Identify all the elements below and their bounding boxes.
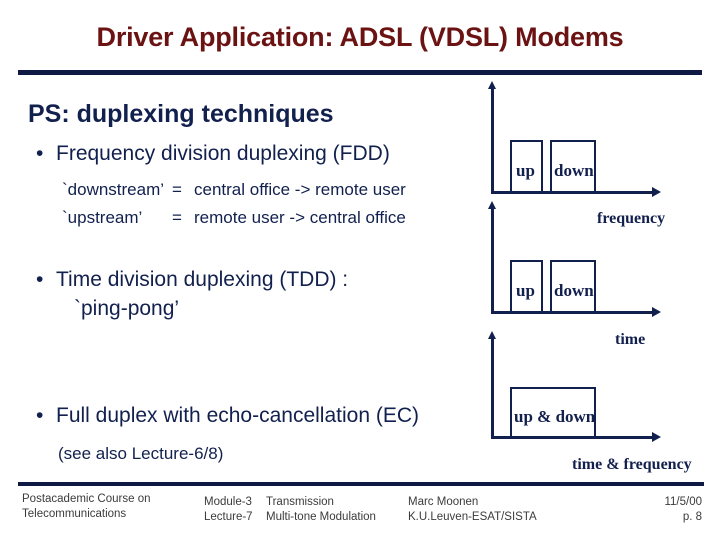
upstream-equals: =	[172, 208, 182, 227]
tdd-box-down	[550, 260, 596, 314]
ec-axis-label-time-frequency: time & frequency	[572, 456, 692, 473]
fdd-label-up: up	[516, 161, 535, 180]
downstream-equals: =	[172, 180, 182, 199]
section-heading: PS: duplexing techniques	[28, 100, 334, 128]
footer-lecture-value: Multi-tone Modulation	[266, 511, 376, 523]
fdd-label-down: down	[554, 161, 594, 180]
tdd-box-up	[510, 260, 543, 314]
bullet-text-ec: Full duplex with echo-cancellation (EC)	[56, 404, 419, 427]
footer-page-number: p. 8	[682, 511, 702, 523]
footer-affiliation: K.U.Leuven-ESAT/SISTA	[408, 511, 537, 523]
bullet-text-fdd: Frequency division duplexing (FDD)	[56, 142, 390, 165]
footer-module: Module-3 Transmission Lecture-7 Multi-tone…	[204, 495, 376, 525]
tdd-label-down: down	[554, 281, 594, 300]
tdd-axis-label-time: time	[615, 331, 646, 348]
footer-course: Postacademic Course on Telecommunication…	[22, 492, 150, 522]
bullet-marker-icon: •	[36, 268, 44, 291]
ec-label-up-and-down: up & down	[514, 407, 596, 426]
footer-course-line1: Postacademic Course on	[22, 493, 151, 505]
footer-module-label: Module-3	[204, 496, 252, 508]
footer-module-row: Module-3 Transmission	[204, 495, 376, 510]
footer-lecture-row: Lecture-7 Multi-tone Modulation	[204, 510, 376, 525]
tdd-y-axis	[488, 201, 496, 313]
page-title: Driver Application: ADSL (VDSL) Modems	[96, 22, 624, 52]
footer-lecture-label: Lecture-7	[204, 511, 253, 523]
bullet-marker-icon: •	[36, 404, 44, 427]
see-also-note: (see also Lecture-6/8)	[58, 444, 224, 463]
ec-y-axis	[488, 331, 496, 438]
fdd-y-axis	[488, 81, 496, 193]
tdd-label-up: up	[516, 281, 535, 300]
sub-line-downstream: `downstream’ = central office -> remote us…	[62, 180, 406, 200]
footer-divider	[18, 482, 704, 486]
fdd-box-up	[510, 140, 543, 194]
footer-module-value: Transmission	[266, 496, 334, 508]
bullet-item-ec: • Full duplex with echo-cancellation (EC)	[36, 404, 419, 428]
title-divider	[18, 70, 702, 75]
footer-date-page: 11/5/00 p. 8	[664, 495, 702, 525]
downstream-label: `downstream’	[62, 180, 165, 199]
upstream-label: `upstream’	[62, 208, 143, 227]
fdd-axis-label-frequency: frequency	[597, 210, 666, 227]
footer-course-line2: Telecommunications	[22, 508, 127, 520]
bullet-item-fdd: • Frequency division duplexing (FDD)	[36, 142, 390, 166]
bullet-continuation-pingpong: `ping-pong’	[74, 297, 180, 320]
upstream-value: remote user -> central office	[194, 208, 406, 227]
footer-author-block: Marc Moonen K.U.Leuven-ESAT/SISTA	[408, 495, 537, 525]
bullet-marker-icon: •	[36, 142, 44, 165]
footer-author: Marc Moonen	[408, 496, 479, 508]
downstream-value: central office -> remote user	[194, 180, 406, 199]
ec-box-up-and-down	[510, 387, 596, 439]
bullet-item-tdd: • Time division duplexing (TDD) :	[36, 268, 348, 292]
fdd-box-down	[550, 140, 596, 194]
footer-date: 11/5/00	[664, 496, 702, 508]
bullet-text-tdd: Time division duplexing (TDD) :	[56, 268, 349, 291]
sub-line-upstream: `upstream’ = remote user -> central office	[62, 208, 406, 228]
